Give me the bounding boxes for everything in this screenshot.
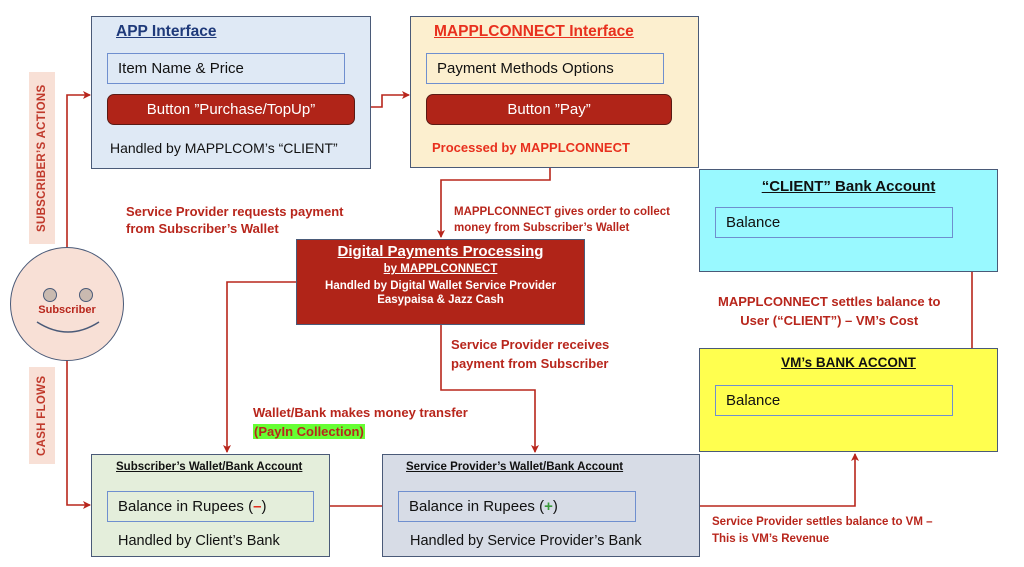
subscriber-balance-suffix: ) [261,498,267,515]
app-interface-panel: APP Interface Item Name & Price Button ”… [91,16,371,169]
note-sp-requests-line2: from Subscriber’s Wallet [126,221,279,236]
arrow-subscriber-to-wallet [66,355,91,509]
lane-label-subscriber-actions: SUBSCRIBER’S ACTIONS [29,72,55,244]
minus-icon: – [253,498,262,515]
subscriber-wallet-title: Subscriber’s Wallet/Bank Account [116,461,303,473]
processing-subtitle: by MAPPLCONNECT [383,263,498,275]
arrow-processing-to-subscriber-wallet [223,281,296,453]
app-interface-title: APP Interface [116,23,217,40]
subscriber-wallet-panel: Subscriber’s Wallet/Bank Account Balance… [91,454,330,557]
plus-icon: + [544,498,553,515]
vm-balance-field: Balance [715,385,953,416]
note-sp-receives-line2: payment from Subscriber [451,356,609,371]
provider-wallet-panel: Service Provider’s Wallet/Bank Account B… [382,454,700,557]
vm-bank-account-panel: VM’s BANK ACCONT Balance [699,348,998,452]
right-eye-icon [79,288,93,302]
note-order-collect: MAPPLCONNECT gives order to collect mone… [454,204,670,236]
processing-line2: Easypaisa & Jazz Cash [377,294,504,306]
client-balance-field: Balance [715,207,953,238]
provider-balance-field: Balance in Rupees ( + ) [398,491,636,522]
note-order-collect-line2: money from Subscriber’s Wallet [454,222,630,234]
provider-balance-prefix: Balance in Rupees ( [409,498,545,515]
mapplconnect-interface-title: MAPPLCONNECT Interface [434,23,634,40]
subscriber-balance-prefix: Balance in Rupees ( [118,498,254,515]
arrow-processing-to-provider-wallet [440,325,539,453]
note-transfer-line1: Wallet/Bank makes money transfer [253,405,468,420]
arrow-subscriber-to-app [66,91,91,248]
note-settles-vm-line1: Service Provider settles balance to VM – [712,516,933,528]
note-settles-vm: Service Provider settles balance to VM –… [712,514,933,548]
provider-balance-suffix: ) [552,498,558,515]
note-settles-client-line2: User (“CLIENT”) – VM’s Cost [740,313,919,328]
note-settles-client: MAPPLCONNECT settles balance to User (“C… [718,292,941,330]
note-transfer: Wallet/Bank makes money transfer (PayIn … [253,403,468,441]
note-settles-vm-line2: This is VM’s Revenue [712,533,830,545]
mapplconnect-interface-panel: MAPPLCONNECT Interface Payment Methods O… [410,16,699,168]
note-sp-receives: Service Provider receives payment from S… [451,335,609,373]
provider-wallet-title: Service Provider’s Wallet/Bank Account [406,461,624,473]
item-name-price-field: Item Name & Price [107,53,345,84]
subscriber-avatar: Subscriber [10,247,124,361]
mapplconnect-footer: Processed by MAPPLCONNECT [432,140,630,155]
client-bank-account-panel: “CLIENT” Bank Account Balance [699,169,998,272]
pay-button[interactable]: Button ”Pay” [426,94,672,125]
smile-icon [36,321,100,333]
vm-bank-title: VM’s BANK ACCONT [781,355,916,370]
app-interface-footer: Handled by MAPPLCOM’s “CLIENT” [110,140,338,156]
subscriber-label: Subscriber [38,304,96,316]
arrow-provider-to-vm [700,453,859,507]
subscriber-wallet-footer: Handled by Client’s Bank [118,533,280,549]
payin-collection-highlight: (PayIn Collection) [253,424,365,439]
left-eye-icon [43,288,57,302]
processing-line1: Handled by Digital Wallet Service Provid… [325,280,556,292]
client-bank-title: “CLIENT” Bank Account [761,178,936,195]
note-sp-requests-line1: Service Provider requests payment [126,204,344,219]
payment-methods-field: Payment Methods Options [426,53,664,84]
lane-label-cash-flows: CASH FLOWS [29,367,55,464]
purchase-topup-button[interactable]: Button ”Purchase/TopUp” [107,94,355,125]
subscriber-balance-field: Balance in Rupees ( – ) [107,491,314,522]
processing-title: Digital Payments Processing [337,243,544,260]
provider-wallet-footer: Handled by Service Provider’s Bank [410,533,642,549]
digital-payments-processing-panel: Digital Payments Processing by MAPPLCONN… [296,239,585,325]
note-sp-receives-line1: Service Provider receives [451,337,610,352]
note-sp-requests: Service Provider requests payment from S… [126,203,344,237]
note-settles-client-line1: MAPPLCONNECT settles balance to [718,294,941,309]
note-order-collect-line1: MAPPLCONNECT gives order to collect [454,206,670,218]
